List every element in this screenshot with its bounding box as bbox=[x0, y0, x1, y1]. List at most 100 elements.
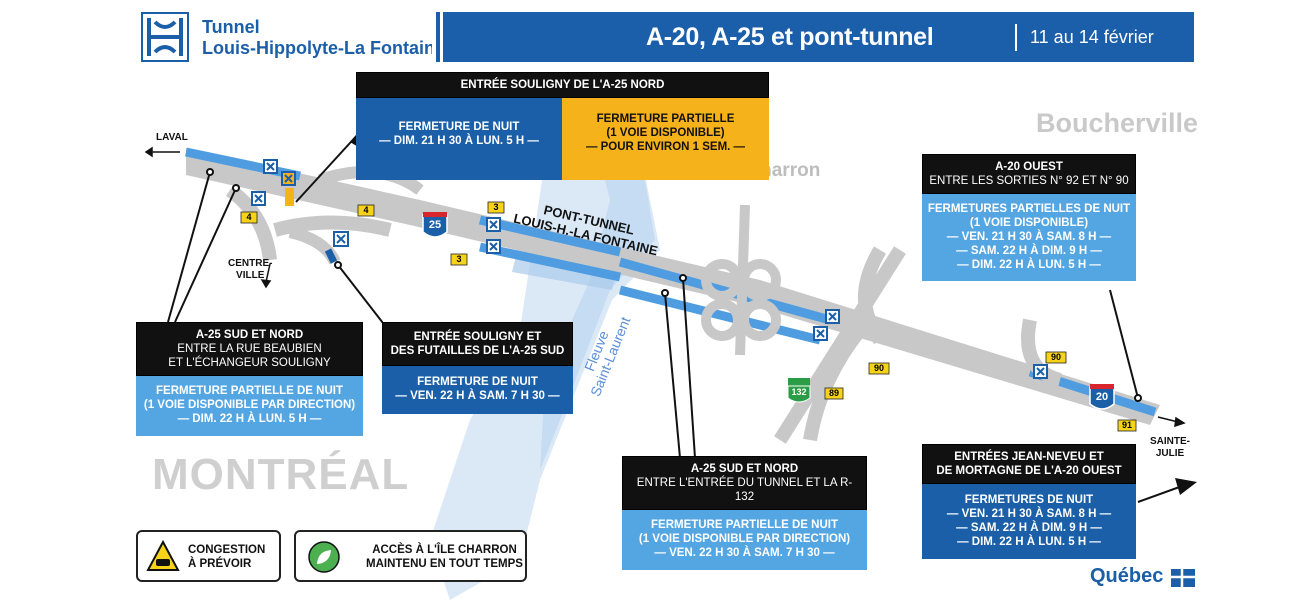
box-time: — VEN. 21 H 30 À SAM. 8 H — bbox=[946, 508, 1112, 520]
exit-tag: 89 bbox=[828, 388, 839, 398]
page-title: A-20, A-25 et pont-tunnel bbox=[646, 23, 934, 51]
ramp-souligny bbox=[273, 215, 392, 237]
box-sub: (1 VOIE DISPONIBLE) bbox=[606, 127, 725, 139]
box-time: — SAM. 22 H À DIM. 9 H — bbox=[956, 522, 1102, 534]
tunnel-logo-icon bbox=[141, 12, 189, 62]
logo-line1: Tunnel bbox=[202, 17, 260, 37]
closure-markers bbox=[251, 159, 1048, 379]
quebec-flag-icon bbox=[1171, 569, 1195, 587]
place-montreal: MONTRÉAL bbox=[152, 450, 410, 499]
legend-line1: CONGESTION bbox=[188, 544, 266, 556]
shield-a25-number: 25 bbox=[428, 219, 442, 231]
box-title: FERMETURE DE NUIT bbox=[417, 376, 538, 388]
exit-tag: 91 bbox=[1121, 420, 1132, 430]
cloverleaf bbox=[701, 204, 781, 356]
box-time: — VEN. 21 H 30 À SAM. 8 H — bbox=[946, 231, 1112, 243]
box-header: A-20 OUEST ENTRE LES SORTIES N° 92 ET N°… bbox=[922, 154, 1136, 194]
exit-tag: 4 bbox=[246, 212, 252, 222]
box-time: — VEN. 22 H 30 À SAM. 7 H 30 — bbox=[654, 547, 835, 559]
ramp-centre-ville bbox=[225, 184, 277, 261]
exit-tag: 3 bbox=[456, 254, 462, 264]
a25-lane-tunnel-s bbox=[479, 242, 621, 282]
exit-tags bbox=[240, 201, 1137, 432]
ramp-blue-sud bbox=[324, 248, 338, 264]
box-title: FERMETURES PARTIELLES DE NUIT bbox=[927, 203, 1131, 215]
box-sub: (1 VOIE DISPONIBLE PAR DIRECTION) bbox=[143, 399, 356, 411]
east-interchange bbox=[774, 246, 1063, 444]
logo-text: Tunnel Louis-Hippolyte-La Fontaine bbox=[202, 17, 445, 59]
box-a25-beaubien: A-25 SUD ET NORD ENTRE LA RUE BEAUBIEN E… bbox=[136, 322, 363, 436]
legend-line1: ACCÈS À L'ÎLE CHARRON bbox=[372, 544, 517, 556]
box-body: FERMETURES DE NUIT — VEN. 21 H 30 À SAM.… bbox=[922, 484, 1136, 559]
box-header-title: A-20 OUEST bbox=[995, 161, 1063, 173]
box-header-title: A-25 SUD ET NORD bbox=[195, 329, 304, 341]
exit-tag: 90 bbox=[873, 363, 884, 373]
legend-congestion-text: CONGESTION À PRÉVOIR bbox=[188, 543, 265, 571]
partial-closure-icon bbox=[281, 171, 296, 186]
partial-closure-stripes bbox=[285, 188, 294, 206]
box-time: — DIM. 22 H À LUN. 5 H — bbox=[177, 413, 322, 425]
closure-x-icon bbox=[486, 239, 501, 254]
leaf-icon bbox=[308, 541, 340, 573]
header-separator bbox=[1015, 24, 1017, 51]
logo-line2: Louis-Hippolyte-La Fontaine bbox=[202, 38, 445, 58]
box-header-sub: ENTRE LA RUE BEAUBIEN bbox=[177, 343, 322, 355]
box-time: — VEN. 22 H À SAM. 7 H 30 — bbox=[395, 390, 560, 402]
closure-x-icon bbox=[263, 159, 278, 174]
box-header-title: DE MORTAGNE DE L'A-20 OUEST bbox=[936, 465, 1122, 477]
header-date: 11 au 14 février bbox=[1030, 27, 1154, 47]
place-boucherville: Boucherville bbox=[1036, 108, 1199, 138]
route-shield-a25 bbox=[422, 212, 448, 238]
box-header-sub: ET L'ÉCHANGEUR SOULIGNY bbox=[168, 357, 331, 369]
closure-x-icon bbox=[825, 309, 840, 324]
box-left-panel: FERMETURE DE NUIT — DIM. 21 H 30 À LUN. … bbox=[356, 98, 562, 180]
a25-lane-east-s bbox=[618, 285, 822, 345]
legend-congestion: CONGESTION À PRÉVOIR bbox=[136, 530, 281, 582]
closure-x-icon bbox=[251, 191, 266, 206]
exit-tag: 4 bbox=[363, 205, 369, 215]
exit-tag: 3 bbox=[493, 202, 499, 212]
quebec-wordmark: Québec bbox=[1090, 565, 1163, 588]
box-sub: (1 VOIE DISPONIBLE) bbox=[969, 217, 1089, 229]
closure-x-icon bbox=[486, 217, 501, 232]
dir-centre-ville: CENTRE- VILLE bbox=[228, 258, 272, 282]
box-time: — SAM. 22 H À DIM. 9 H — bbox=[956, 245, 1102, 257]
a25-lane-tunnel-n bbox=[478, 215, 622, 257]
box-header-sub: ENTRE LES SORTIES N° 92 ET N° 90 bbox=[929, 175, 1129, 187]
box-header: ENTRÉE SOULIGNY DE L'A-25 NORD bbox=[356, 72, 769, 98]
box-a20-ouest: A-20 OUEST ENTRE LES SORTIES N° 92 ET N°… bbox=[922, 154, 1136, 281]
shield-r132-number: 132 bbox=[791, 387, 807, 397]
box-header-title: ENTRÉE SOULIGNY ET bbox=[413, 331, 542, 343]
box-header: ENTRÉES JEAN-NEVEU ET DE MORTAGNE DE L'A… bbox=[922, 444, 1136, 484]
box-header: A-25 SUD ET NORD ENTRE L'ENTRÉE DU TUNNE… bbox=[622, 456, 867, 510]
box-title: FERMETURE PARTIELLE DE NUIT bbox=[156, 385, 343, 397]
legend-line2: À PRÉVOIR bbox=[188, 558, 252, 570]
exit-tag: 90 bbox=[1050, 352, 1061, 362]
closure-x-icon bbox=[1033, 364, 1048, 379]
box-title: FERMETURE DE NUIT bbox=[398, 121, 520, 133]
box-time: — DIM. 22 H À LUN. 5 H — bbox=[957, 259, 1101, 271]
box-souligny-nord: ENTRÉE SOULIGNY DE L'A-25 NORD FERMETURE… bbox=[356, 72, 769, 180]
box-time: — DIM. 21 H 30 À LUN. 5 H — bbox=[379, 135, 539, 147]
legend-line2: MAINTENU EN TOUT TEMPS bbox=[366, 558, 523, 570]
box-header-title: DES FUTAILLES DE L'A-25 SUD bbox=[390, 345, 565, 357]
closure-x-icon bbox=[333, 231, 349, 247]
box-souligny-sud: ENTRÉE SOULIGNY ET DES FUTAILLES DE L'A-… bbox=[382, 322, 573, 414]
congestion-car-icon bbox=[146, 540, 180, 571]
box-jean-neveu: ENTRÉES JEAN-NEVEU ET DE MORTAGNE DE L'A… bbox=[922, 444, 1136, 559]
box-header: ENTRÉE SOULIGNY ET DES FUTAILLES DE L'A-… bbox=[382, 322, 573, 366]
centre-ville-line1: CENTRE- bbox=[228, 258, 273, 269]
direction-arrows bbox=[144, 146, 1186, 428]
sainte-julie-line1: SAINTE- bbox=[1150, 436, 1190, 447]
dir-laval: LAVAL bbox=[156, 132, 188, 143]
quebec-text: Québec bbox=[1090, 565, 1164, 587]
box-body: FERMETURE PARTIELLE DE NUIT (1 VOIE DISP… bbox=[136, 376, 363, 436]
box-header-sub: ENTRE L'ENTRÉE DU TUNNEL ET LA R-132 bbox=[636, 477, 853, 503]
route-shield-a20 bbox=[1089, 384, 1115, 410]
box-body: FERMETURES PARTIELLES DE NUIT (1 VOIE DI… bbox=[922, 194, 1136, 281]
box-title: FERMETURE PARTIELLE DE NUIT bbox=[651, 519, 838, 531]
box-header-title: A-25 SUD ET NORD bbox=[690, 463, 799, 475]
header-band bbox=[432, 12, 1194, 62]
box-right-panel: FERMETURE PARTIELLE (1 VOIE DISPONIBLE) … bbox=[562, 98, 769, 180]
